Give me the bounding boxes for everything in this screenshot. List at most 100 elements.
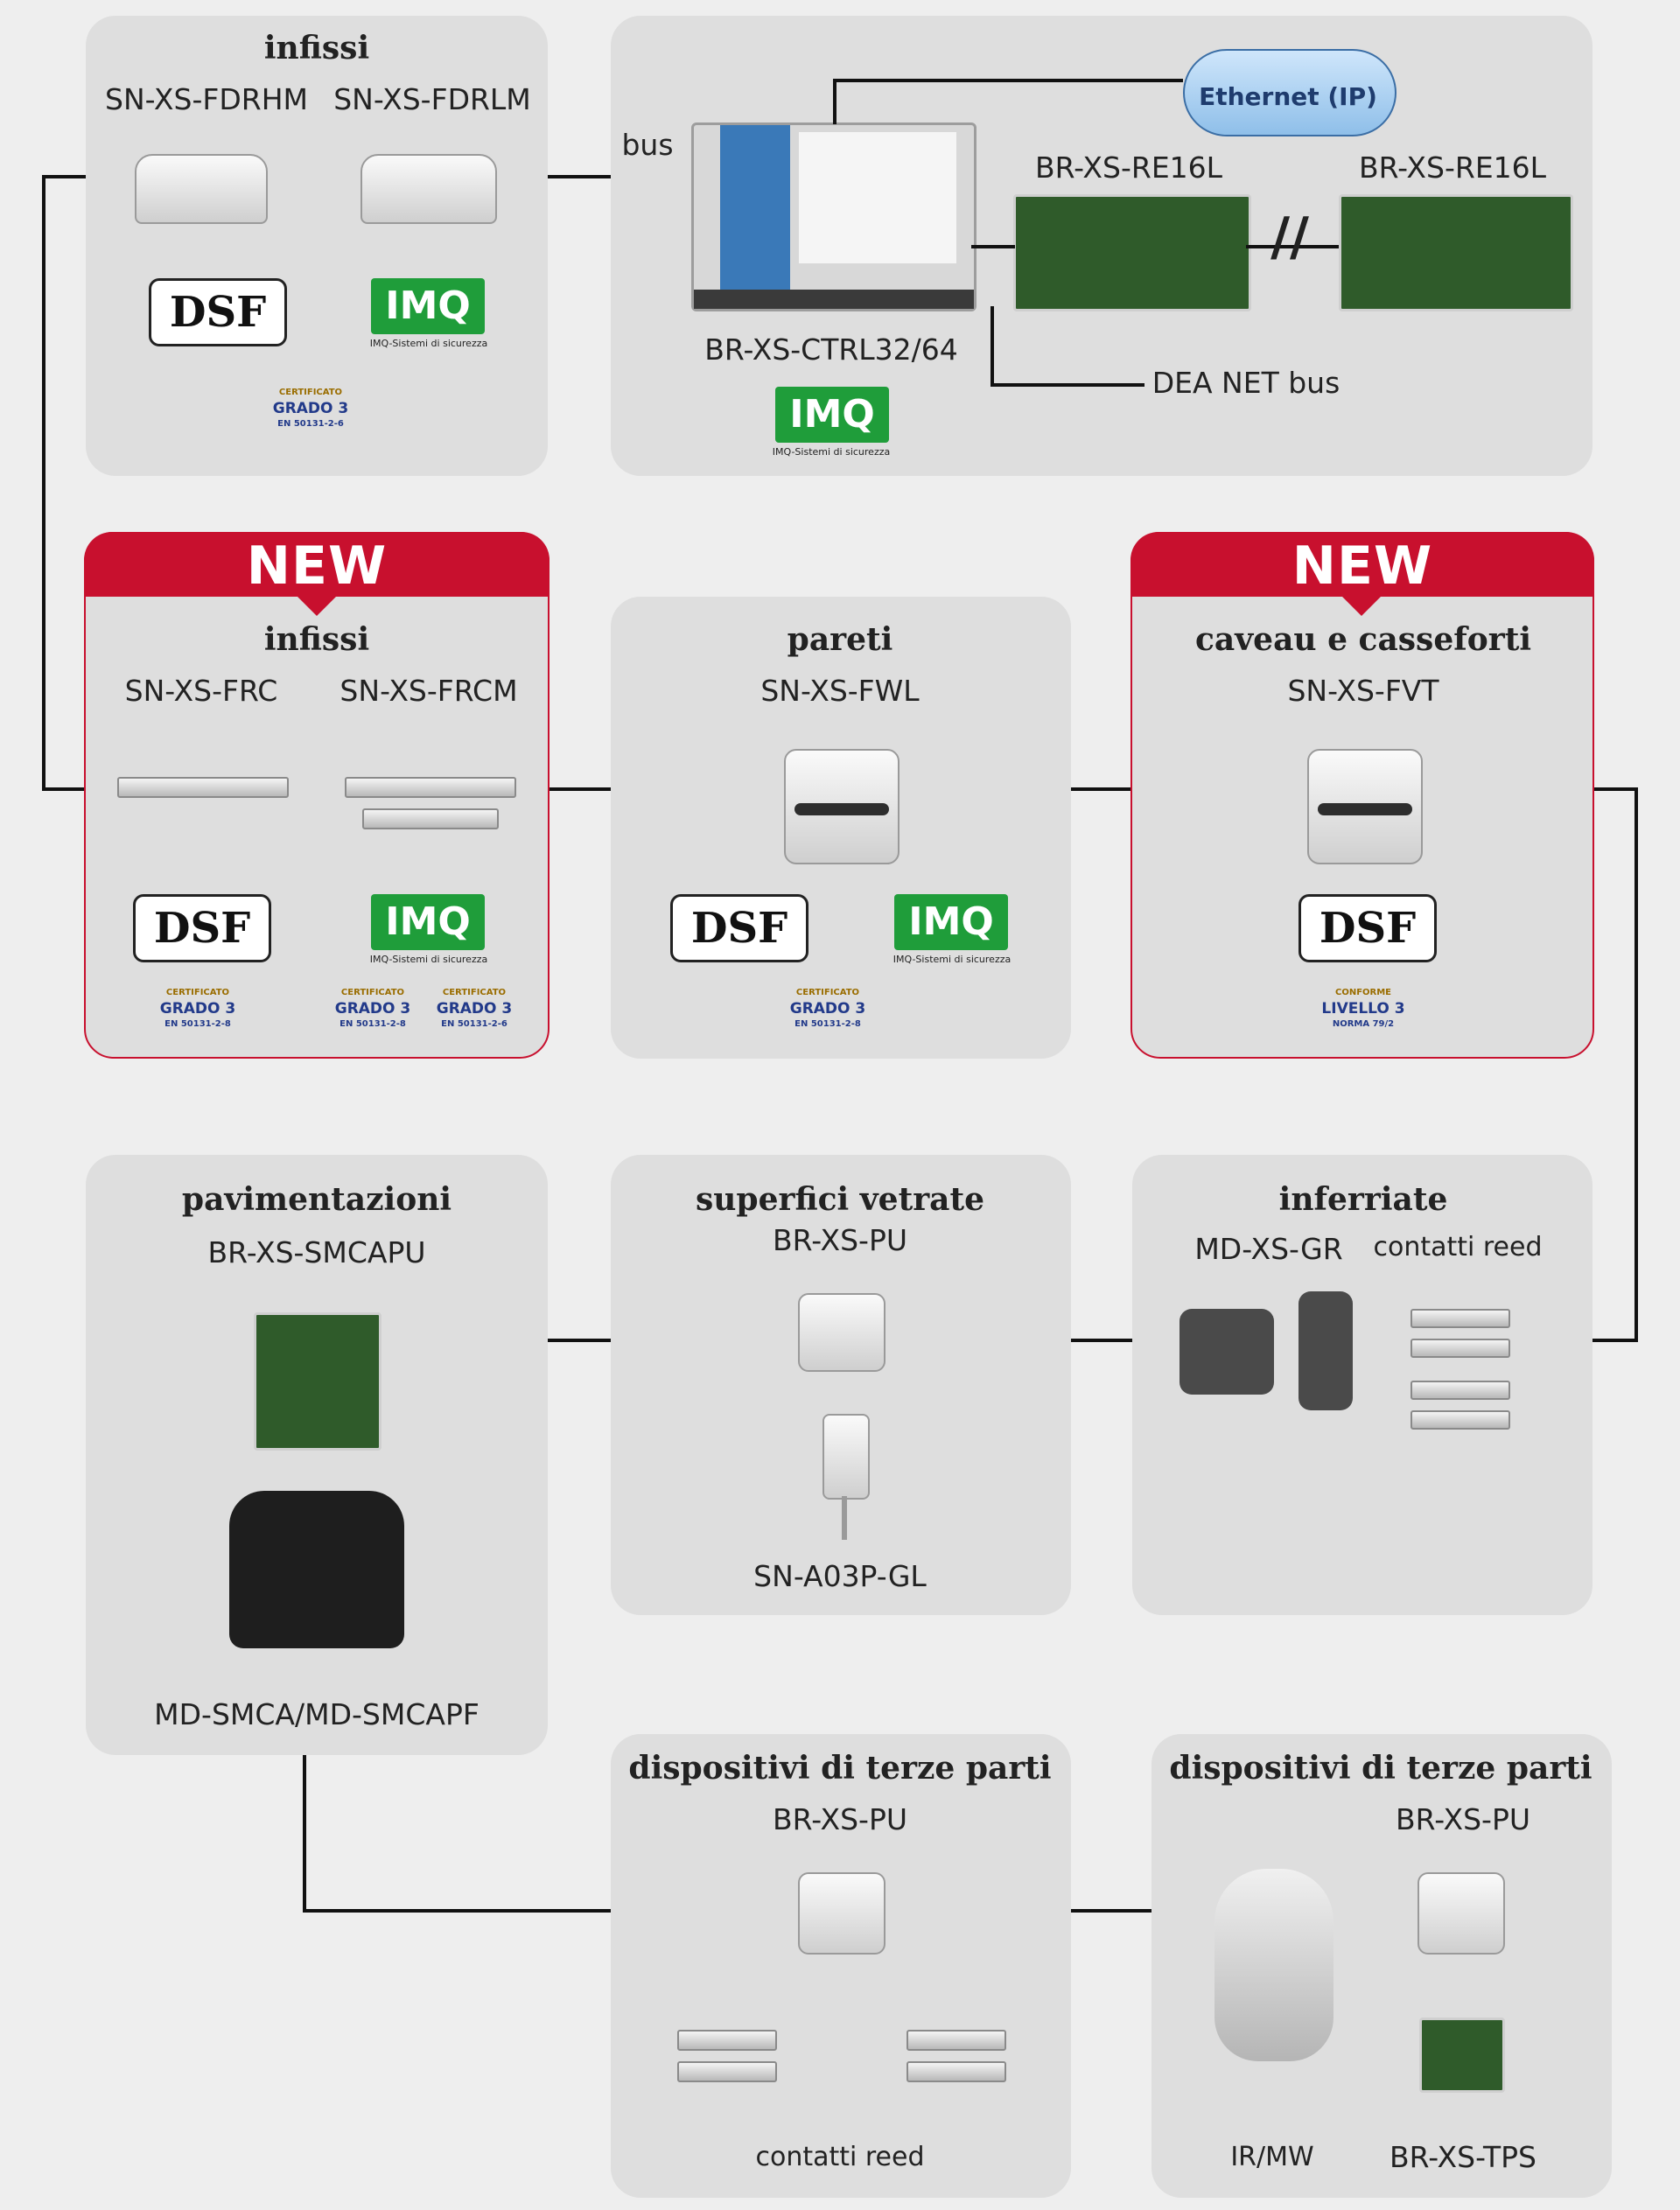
cloud-label: Ethernet (IP) bbox=[1199, 82, 1377, 111]
panel-title: dispositivi di terze parti bbox=[1169, 1750, 1592, 1787]
seal-norm: EN 50131-2-8 bbox=[340, 1019, 406, 1029]
pu-interface-device bbox=[798, 1293, 886, 1372]
door-sensor-device bbox=[135, 154, 268, 224]
dsf-logo: DSF bbox=[133, 894, 271, 962]
seal-top: CERTIFICATO bbox=[165, 988, 230, 997]
dsf-logo: DSF bbox=[149, 278, 287, 346]
connector-bottom-right bbox=[1071, 1909, 1152, 1913]
imq-logo: IMQ bbox=[371, 894, 485, 950]
connector-left-top bbox=[42, 175, 86, 178]
interface-board bbox=[254, 1312, 382, 1451]
board-link bbox=[971, 245, 1015, 248]
dsf-logo: DSF bbox=[670, 894, 808, 962]
device-code: SN-XS-FDRLM bbox=[333, 82, 531, 116]
connector-bottom-horizontal bbox=[303, 1909, 611, 1913]
imq-caption: IMQ-Sistemi di sicurezza bbox=[369, 954, 488, 965]
panel-infissi-top bbox=[86, 16, 548, 476]
new-badge-tip bbox=[298, 597, 336, 616]
reed-contact-strip bbox=[1410, 1381, 1510, 1400]
reed-contact-strip bbox=[906, 2061, 1006, 2082]
panel-vetrate bbox=[611, 1155, 1071, 1615]
panel-title: pavimentazioni bbox=[181, 1181, 452, 1218]
certification-seal: CERTIFICATO GRADO 3 EN 50131-2-6 bbox=[262, 385, 359, 432]
seal-top: CERTIFICATO bbox=[340, 988, 405, 997]
device-code: SN-XS-FVT bbox=[1287, 674, 1439, 708]
device-code: SN-A03P-GL bbox=[753, 1559, 927, 1593]
panel-title: caveau e casseforti bbox=[1195, 621, 1531, 658]
ethernet-connector-h bbox=[833, 79, 1183, 82]
expansion-code: BR-XS-RE16L bbox=[1034, 150, 1223, 185]
seal-top: CERTIFICATO bbox=[278, 388, 343, 397]
device-code: BR-XS-PU bbox=[1395, 1802, 1531, 1836]
device-code: SN-XS-FRCM bbox=[340, 674, 518, 708]
device-code: BR-XS-PU bbox=[772, 1802, 908, 1836]
panel-title: infissi bbox=[263, 621, 370, 658]
dsf-logo: DSF bbox=[1298, 894, 1437, 962]
seal-norm: EN 50131-2-6 bbox=[441, 1019, 508, 1029]
reed-contact-strip bbox=[1410, 1410, 1510, 1430]
device-code: SN-XS-FRC bbox=[124, 674, 278, 708]
imq-logo: IMQ bbox=[894, 894, 1008, 950]
certification-seal: CERTIFICATO GRADO 3 EN 50131-2-8 bbox=[326, 985, 420, 1032]
reed-label: contatti reed bbox=[755, 2142, 925, 2172]
connector-left-vertical bbox=[42, 175, 46, 791]
controller-code: BR-XS-CTRL32/64 bbox=[704, 332, 958, 367]
seal-top: CONFORME bbox=[1334, 988, 1392, 997]
connector-bottom-vertical bbox=[303, 1755, 306, 1913]
imq-logo: IMQ bbox=[775, 387, 889, 443]
reed-contact-strip bbox=[1410, 1339, 1510, 1358]
certification-seal: CERTIFICATO GRADO 3 EN 50131-2-6 bbox=[427, 985, 522, 1032]
imq-caption: IMQ-Sistemi di sicurezza bbox=[892, 954, 1012, 965]
connector-right-top bbox=[1592, 787, 1638, 791]
reed-contact-strip bbox=[906, 2030, 1006, 2051]
seal-grade: LIVELLO 3 bbox=[1321, 1000, 1405, 1018]
pu-interface-device bbox=[1418, 1872, 1505, 1955]
expansion-code: BR-XS-RE16L bbox=[1358, 150, 1547, 185]
panel-terze-parti-a bbox=[611, 1734, 1071, 2198]
vault-sensor-device bbox=[1307, 749, 1423, 864]
panel-title: dispositivi di terze parti bbox=[628, 1750, 1052, 1787]
imq-caption: IMQ-Sistemi di sicurezza bbox=[369, 338, 488, 349]
new-badge: NEW bbox=[1130, 532, 1594, 597]
seal-grade: GRADO 3 bbox=[159, 1000, 236, 1018]
certification-seal: CONFORME LIVELLO 3 NORMA 79/2 bbox=[1316, 985, 1410, 1032]
device-code: BR-XS-SMCAPU bbox=[207, 1235, 426, 1269]
panel-title: superfici vetrate bbox=[695, 1181, 985, 1218]
connector-row2-b bbox=[1071, 787, 1132, 791]
expansion-board bbox=[1339, 194, 1573, 311]
seal-norm: EN 50131-2-6 bbox=[277, 419, 344, 429]
grate-sensor-device bbox=[1298, 1291, 1353, 1410]
new-badge: NEW bbox=[84, 532, 550, 597]
connector-right-bottom bbox=[1592, 1339, 1638, 1342]
connector-left-middle bbox=[42, 787, 86, 791]
device-code: SN-XS-FDRHM bbox=[105, 82, 308, 116]
reed-contact-strip bbox=[1410, 1309, 1510, 1328]
device-code: BR-XS-TPS bbox=[1390, 2140, 1536, 2174]
seal-norm: EN 50131-2-8 bbox=[164, 1019, 231, 1029]
certification-seal: CERTIFICATO GRADO 3 EN 50131-2-8 bbox=[150, 985, 245, 1032]
device-code: BR-XS-PU bbox=[772, 1223, 908, 1257]
connector-row3-b bbox=[1071, 1339, 1132, 1342]
seal-norm: EN 50131-2-8 bbox=[794, 1019, 861, 1029]
wall-sensor-device bbox=[784, 749, 900, 864]
dea-net-connector-h bbox=[990, 383, 1144, 387]
seal-grade: GRADO 3 bbox=[436, 1000, 513, 1018]
seal-top: CERTIFICATO bbox=[795, 988, 860, 997]
seal-grade: GRADO 3 bbox=[789, 1000, 866, 1018]
panel-title: pareti bbox=[787, 621, 893, 658]
dea-net-label: DEA NET bus bbox=[1152, 366, 1340, 400]
reed-label: contatti reed bbox=[1373, 1232, 1543, 1262]
reed-contact-strip bbox=[677, 2030, 777, 2051]
new-badge-label: NEW bbox=[1292, 535, 1433, 597]
seal-grade: GRADO 3 bbox=[334, 1000, 411, 1018]
pu-interface-device bbox=[798, 1872, 886, 1955]
door-sensor-device bbox=[360, 154, 497, 224]
glass-sensor-device bbox=[822, 1414, 870, 1500]
seal-grade: GRADO 3 bbox=[272, 400, 349, 417]
certification-seal: CERTIFICATO GRADO 3 EN 50131-2-8 bbox=[780, 985, 875, 1032]
connector-row2-a bbox=[548, 787, 611, 791]
glass-sensor-cable bbox=[842, 1496, 847, 1540]
panel-pavimentazioni bbox=[86, 1155, 548, 1755]
ir-mw-detector bbox=[1214, 1869, 1334, 2061]
new-badge-tip bbox=[1342, 597, 1381, 616]
